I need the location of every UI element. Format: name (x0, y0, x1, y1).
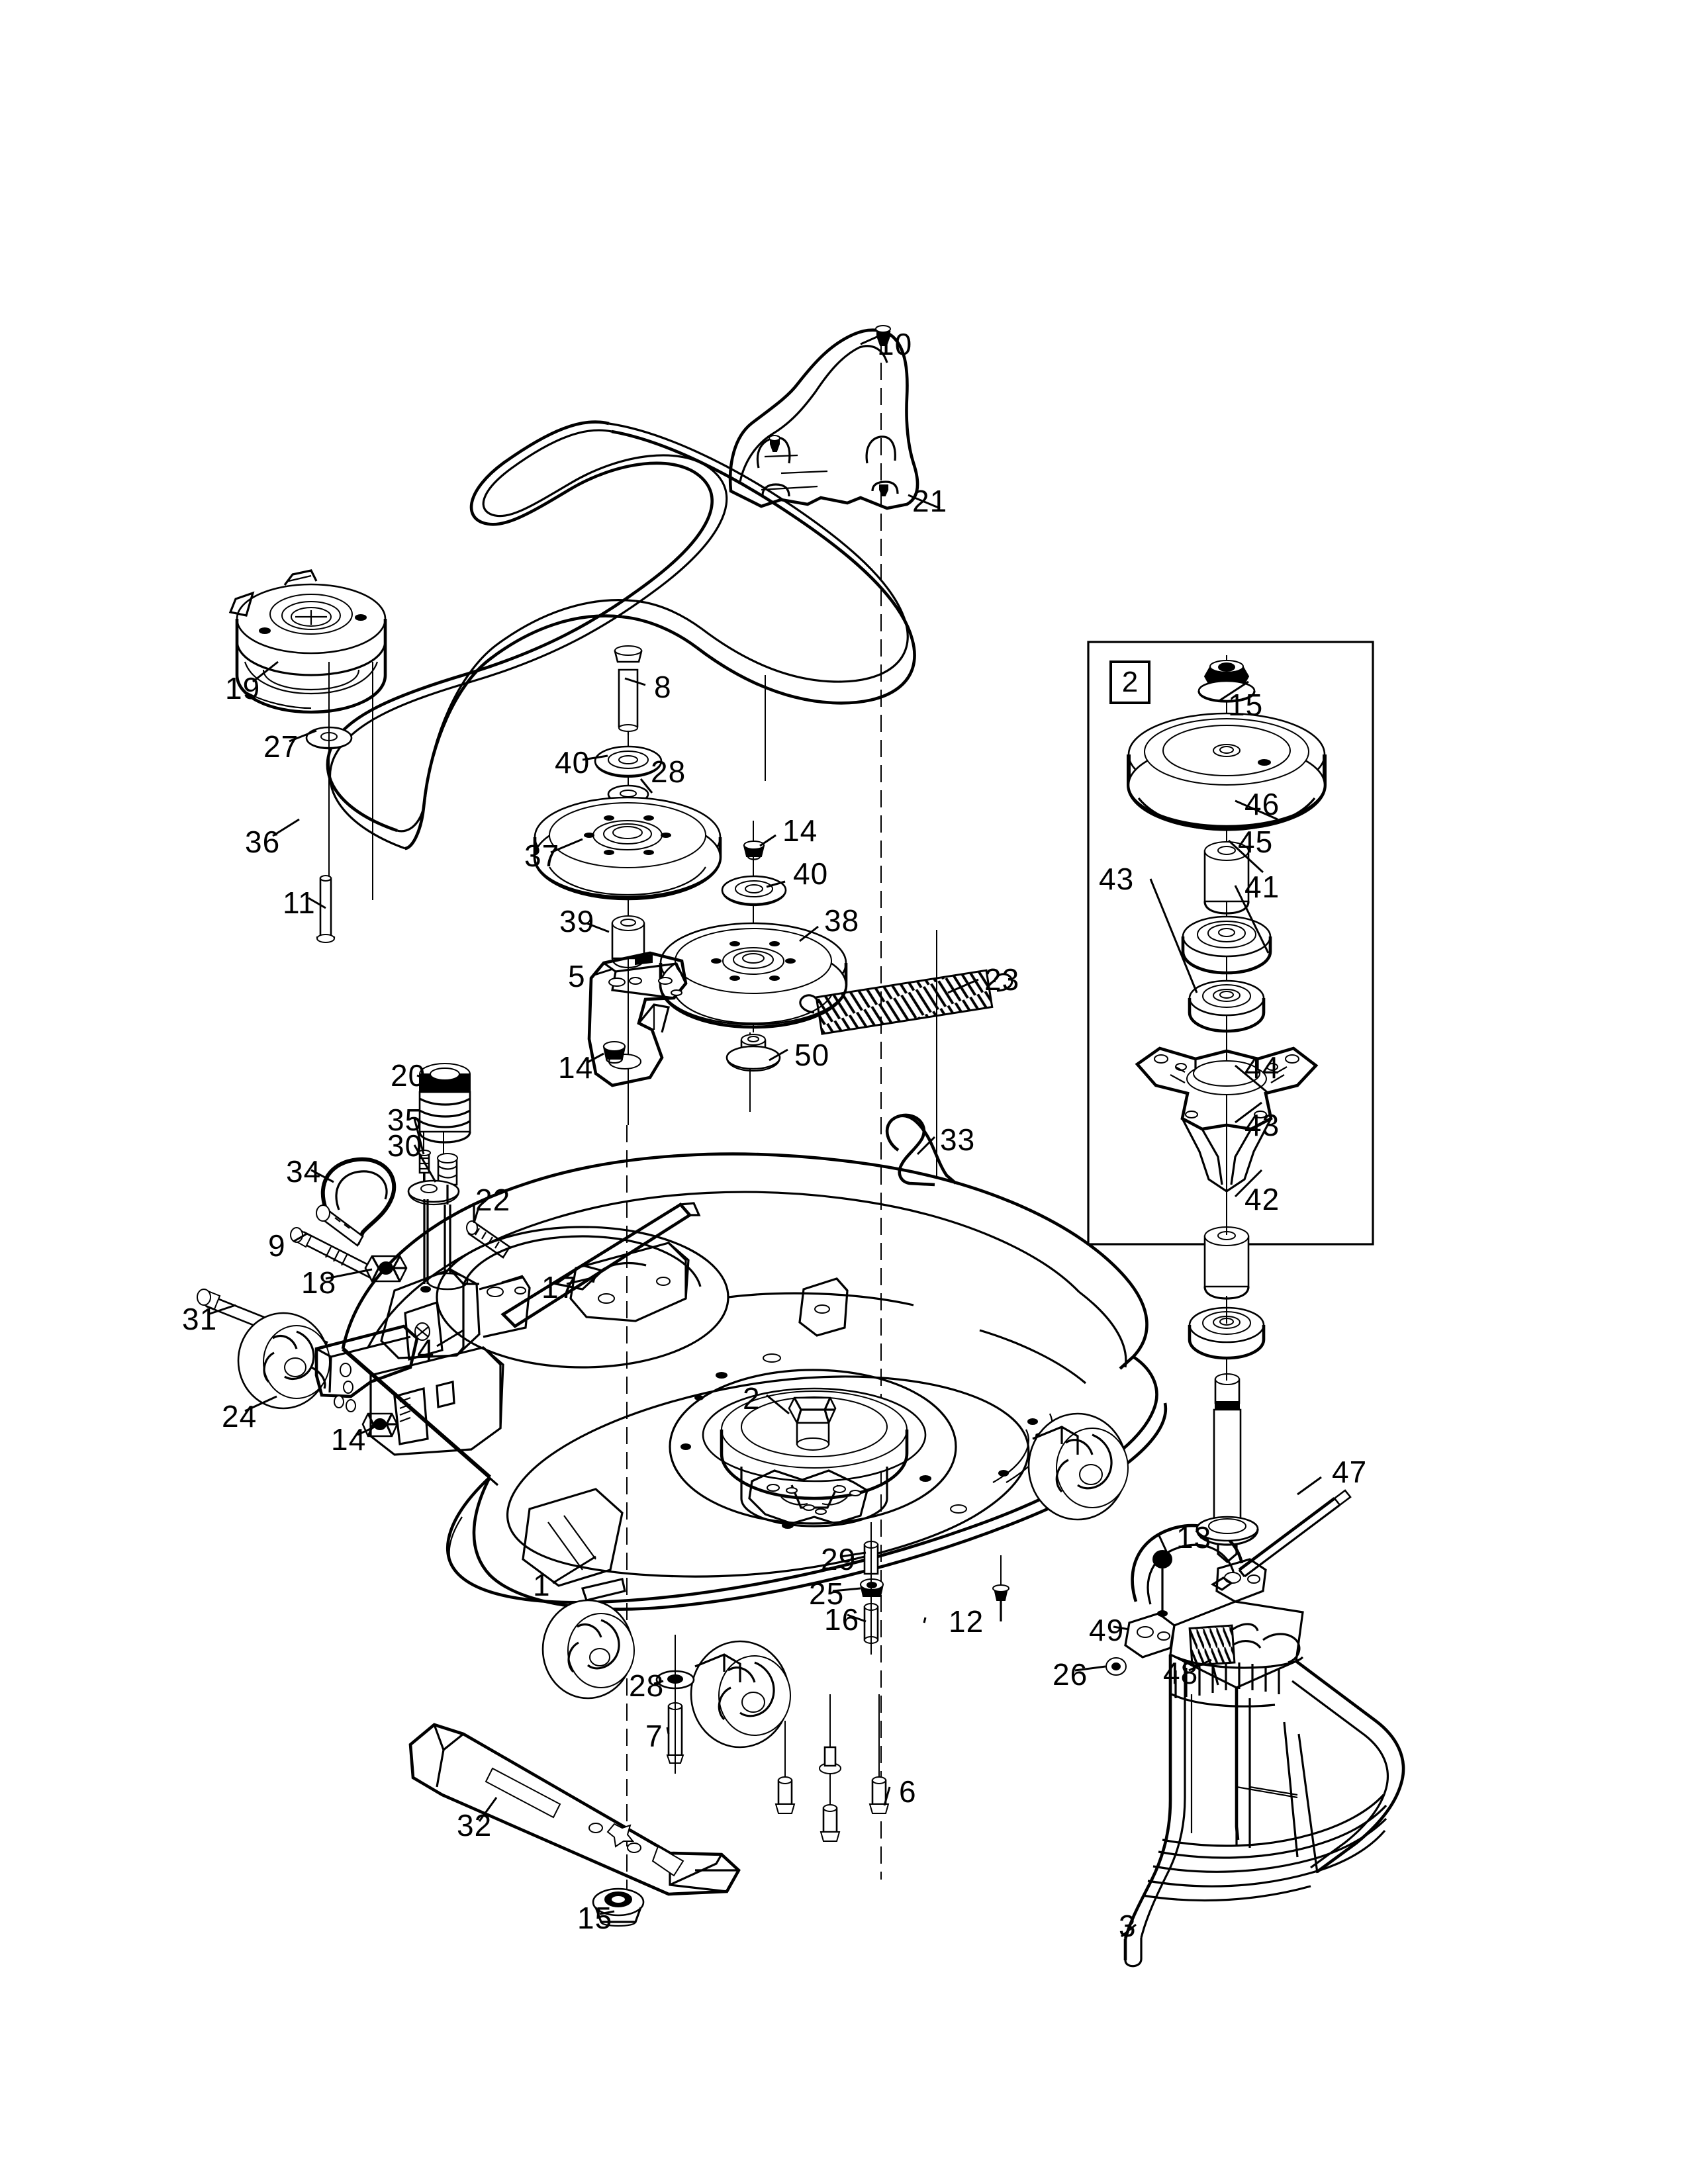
gauge-wheel-front-left (541, 1599, 635, 1700)
bolts-6 (774, 1694, 890, 1842)
bail-rod-34 (316, 1157, 397, 1247)
spindle-assembly-installed (702, 1387, 927, 1527)
callout-31: 31 (182, 1302, 218, 1336)
callout-45: 45 (1238, 825, 1274, 859)
callout-25: 25 (809, 1576, 845, 1611)
hairpin-cotter-33 (885, 1113, 957, 1187)
bearing-41 (1181, 915, 1272, 975)
callout-28-bl: 28 (629, 1668, 665, 1703)
callout-24: 24 (222, 1399, 258, 1433)
callout-15-dt: 15 (1228, 688, 1264, 722)
idler-pulley-37 (533, 796, 722, 901)
callout-3: 3 (1119, 1909, 1137, 1943)
callout-28-top: 28 (651, 754, 686, 789)
belt-cover-assembly (728, 325, 919, 510)
callout-50: 50 (794, 1038, 830, 1072)
callout-34: 34 (286, 1154, 322, 1189)
callout-48: 48 (1163, 1656, 1199, 1690)
callout-42: 42 (1244, 1182, 1280, 1216)
leader-lines (207, 330, 1322, 1938)
callout-43-lo: 43 (1244, 1108, 1280, 1142)
spacer-39 (611, 915, 645, 969)
callout-5: 5 (568, 959, 586, 993)
callout-35: 35 (387, 1103, 423, 1137)
callout-12: 12 (949, 1604, 984, 1639)
callout-47: 47 (1332, 1455, 1368, 1489)
callout-8: 8 (654, 670, 672, 704)
pulley-46 (1127, 712, 1327, 831)
callout-9: 9 (268, 1228, 286, 1263)
callout-6: 6 (899, 1774, 917, 1809)
callout-23: 23 (984, 962, 1020, 997)
callout-7: 7 (645, 1719, 663, 1753)
callout-32: 32 (457, 1808, 492, 1843)
callout-2: 2 (743, 1381, 761, 1416)
locknut-14-upper (743, 841, 765, 860)
callout-26: 26 (1053, 1657, 1088, 1692)
deck-lift-spring-20 (418, 1063, 471, 1144)
bearing-43-upper (1188, 979, 1266, 1033)
locknut-15-blade (592, 1888, 645, 1927)
extension-spring-23 (799, 969, 1013, 1035)
locknut-14-gauge (361, 1412, 399, 1437)
callout-14-gw: 14 (331, 1422, 367, 1457)
callout-21: 21 (912, 484, 948, 518)
gauge-wheel-front (690, 1640, 791, 1749)
spindle-housing (1135, 1046, 1319, 1193)
locknut-15-detail (1197, 660, 1256, 703)
callout-40-up: 40 (555, 745, 590, 780)
callout-19: 19 (225, 671, 261, 705)
callout-17: 17 (541, 1270, 577, 1304)
bushing-50 (726, 1034, 781, 1072)
bolt-idler-8 (614, 645, 643, 735)
callout-11: 11 (283, 886, 316, 920)
callout-14-up: 14 (782, 813, 818, 848)
callout-38: 38 (824, 903, 860, 938)
callout-18: 18 (301, 1265, 337, 1300)
spacer-40-lower (721, 875, 787, 907)
callout-33: 33 (940, 1122, 976, 1157)
callout-10: 10 (877, 327, 913, 361)
callout-13: 13 (1176, 1520, 1212, 1555)
callout-49: 49 (1089, 1613, 1125, 1647)
spacer-40-upper (594, 745, 663, 778)
callout-20: 20 (391, 1058, 426, 1093)
rivet-12 (992, 1584, 1009, 1621)
chute-flange-fingers (1170, 1633, 1304, 1707)
callout-27: 27 (263, 729, 299, 764)
callout-41: 41 (1244, 870, 1280, 904)
callout-40-low: 40 (793, 856, 829, 891)
callout-1: 1 (533, 1568, 551, 1602)
discharge-chute (1123, 1633, 1405, 1968)
electric-clutch (228, 569, 387, 714)
blade-32 (408, 1723, 741, 1896)
callout-4: 4 (417, 1333, 435, 1367)
callout-44: 44 (1244, 1050, 1280, 1085)
center-lines (372, 338, 1227, 1899)
locknut-14-bracket (602, 1041, 626, 1064)
callout-16: 16 (824, 1602, 860, 1637)
shaft-42 (1196, 1373, 1259, 1564)
detail-box-label-2: 2 (1109, 660, 1150, 704)
callout-43-up: 43 (1099, 862, 1135, 896)
callout-15-bl: 15 (577, 1901, 613, 1935)
callout-39: 39 (559, 904, 595, 938)
gauge-wheel-rear-right (1027, 1412, 1129, 1521)
callout-22: 22 (475, 1183, 511, 1217)
v-belt (326, 420, 916, 850)
callout-37: 37 (524, 839, 560, 873)
gauge-wheel-24 (237, 1312, 330, 1410)
callout-14-brk: 14 (558, 1050, 594, 1085)
bolt-clutch-11 (316, 875, 336, 943)
spacer-45 (1203, 841, 1250, 915)
callout-46: 46 (1244, 787, 1280, 821)
spacer-44 (1203, 1226, 1250, 1300)
callout-36: 36 (245, 825, 281, 859)
callout-30: 30 (387, 1128, 423, 1163)
callout-29: 29 (821, 1542, 857, 1576)
rod-eyebolt-30 (407, 1153, 460, 1206)
